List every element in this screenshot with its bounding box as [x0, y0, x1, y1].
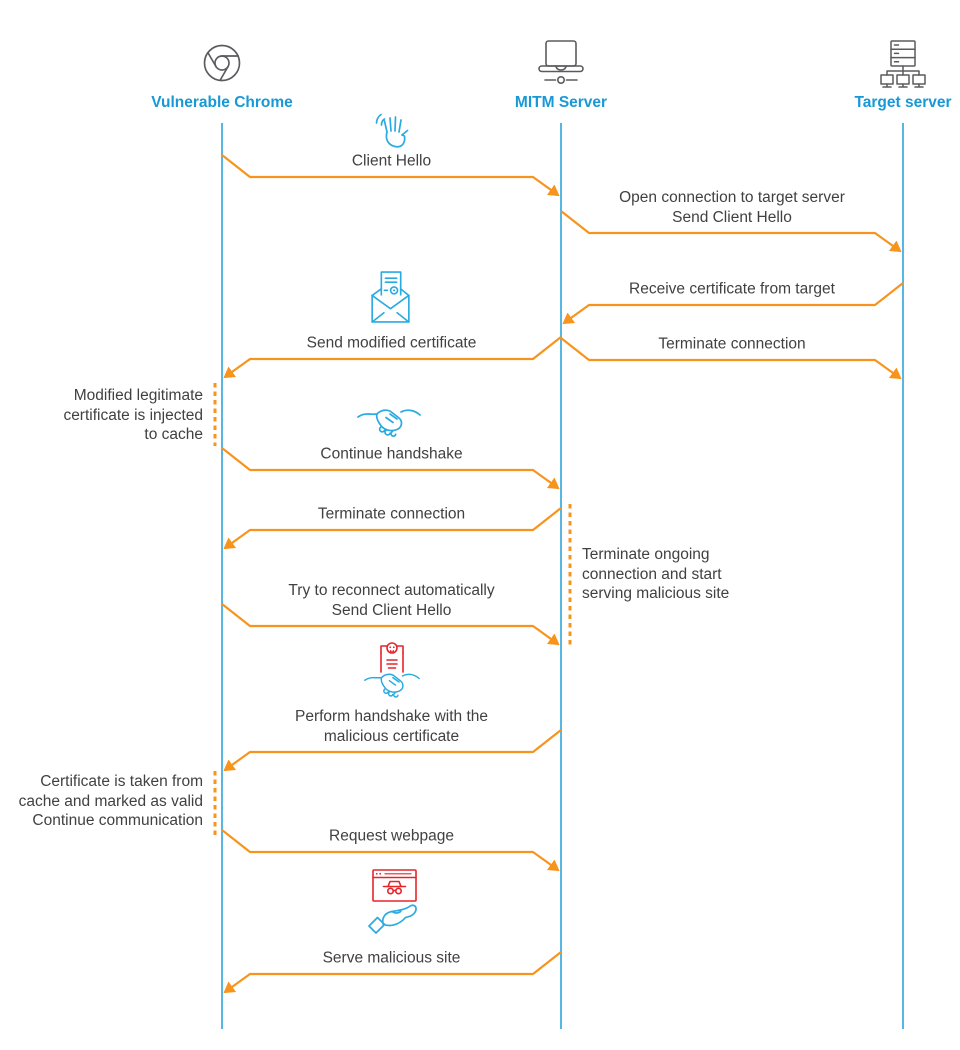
- message-arrow-0: [221, 154, 560, 197]
- waving-hand-icon: [374, 110, 410, 155]
- message-label-2: Receive certificate from target: [629, 280, 835, 298]
- actor-label-vulnerable-chrome: Vulnerable Chrome: [151, 94, 293, 111]
- message-label-8: Perform handshake with the malicious cer…: [295, 708, 488, 745]
- laptop-network-icon: [535, 40, 587, 93]
- message-label-3: Send modified certificate: [306, 334, 477, 352]
- server-network-icon: [877, 40, 929, 97]
- malicious-certificate-handshake-icon: [364, 642, 420, 713]
- message-arrow-4: [560, 337, 902, 380]
- message-arrow-5: [221, 447, 560, 490]
- actor-label-mitm-server: MITM Server: [514, 94, 608, 111]
- message-label-7: Try to reconnect automatically Send Clie…: [288, 582, 495, 619]
- message-label-9: Request webpage: [329, 827, 454, 845]
- message-arrow-6: [223, 507, 562, 550]
- message-label-10: Serve malicious site: [322, 949, 461, 967]
- annotation-note-2: Certificate is taken from cache and mark…: [18, 773, 203, 829]
- annotation-note-1: Terminate ongoing connection and start s…: [582, 546, 730, 602]
- handshake-icon: [357, 403, 421, 450]
- malicious-site-hand-icon: [362, 869, 420, 944]
- message-arrow-10: [223, 951, 562, 994]
- message-label-0: Client Hello: [351, 152, 432, 170]
- message-arrow-8: [223, 729, 562, 772]
- message-arrow-7: [221, 603, 560, 646]
- certificate-envelope-icon: [368, 271, 413, 329]
- message-arrow-3: [223, 336, 562, 379]
- message-label-4: Terminate connection: [658, 335, 806, 353]
- actor-label-target-server: Target server: [854, 94, 952, 111]
- message-label-6: Terminate connection: [317, 505, 466, 523]
- chrome-icon: [201, 42, 243, 89]
- message-arrow-2: [562, 282, 904, 325]
- message-label-1: Open connection to target server Send Cl…: [619, 189, 845, 226]
- annotation-note-0: Modified legitimate certificate is injec…: [63, 387, 203, 443]
- message-label-5: Continue handshake: [320, 445, 463, 463]
- message-arrow-1: [560, 210, 902, 253]
- message-arrow-9: [221, 829, 560, 872]
